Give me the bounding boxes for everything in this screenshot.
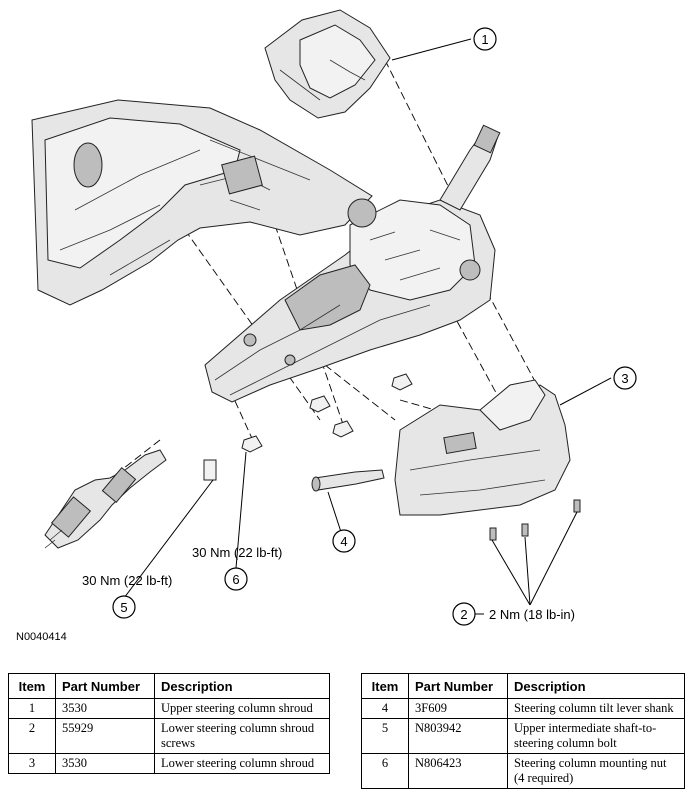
part-number-cell: 3530 — [55, 753, 155, 774]
item-cell: 4 — [361, 698, 409, 719]
column-header-description: Description — [154, 673, 330, 699]
instrument-panel-bracket — [31, 99, 373, 306]
column-header-description: Description — [507, 673, 685, 699]
bolt-item5 — [203, 459, 217, 481]
callout-1-label: 1 — [481, 32, 488, 47]
steering-column — [204, 124, 501, 403]
callout-1: 1 — [473, 27, 497, 51]
torque-label-item2: 2 Nm (18 lb-in) — [489, 607, 575, 622]
part-number-cell: N803942 — [408, 718, 508, 754]
exploded-view-diagram: 1 3 4 5 6 2 30 Nm (22 lb-ft) 30 Nm (22 l… — [31, 9, 637, 626]
nut-4 — [391, 373, 413, 391]
table-row: 1 3530 Upper steering column shroud — [8, 698, 330, 719]
nut-1 — [241, 435, 263, 453]
callout-3: 3 — [613, 366, 637, 390]
part-number-cell: 3F609 — [408, 698, 508, 719]
table-row: 3 3530 Lower steering column shroud — [8, 753, 330, 774]
screw-3 — [573, 499, 581, 513]
item-cell: 3 — [8, 753, 56, 774]
figure-id: N0040414 — [16, 631, 67, 643]
torque-label-item5: 30 Nm (22 lb-ft) — [82, 573, 172, 588]
item-cell: 5 — [361, 718, 409, 754]
description-cell: Lower steering column shroud — [154, 753, 330, 774]
lower-shroud — [394, 379, 571, 516]
table-row: 5 N803942 Upper intermediate shaft-to-st… — [361, 718, 685, 754]
callout-2-label: 2 — [460, 607, 467, 622]
callout-6-label: 6 — [232, 572, 239, 587]
description-cell: Steering column tilt lever shank — [507, 698, 685, 719]
column-header-item: Item — [8, 673, 56, 699]
part-number-cell: 3530 — [55, 698, 155, 719]
callout-5-label: 5 — [120, 600, 127, 615]
part-number-cell: 55929 — [55, 718, 155, 754]
table-row: 4 3F609 Steering column tilt lever shank — [361, 698, 685, 719]
callout-6: 6 — [224, 567, 248, 591]
parts-table-right: Item Part Number Description 4 3F609 Ste… — [361, 673, 685, 789]
nut-2 — [309, 395, 331, 413]
screw-1 — [489, 527, 497, 541]
item-cell: 6 — [361, 753, 409, 789]
nut-3 — [332, 420, 354, 438]
callout-5: 5 — [112, 595, 136, 619]
column-header-part-number: Part Number — [408, 673, 508, 699]
parts-table-left: Item Part Number Description 1 3530 Uppe… — [8, 673, 330, 774]
leader-lines — [123, 38, 612, 606]
torque-label-item6: 30 Nm (22 lb-ft) — [192, 545, 282, 560]
part-number-cell: N806423 — [408, 753, 508, 789]
fasteners — [203, 373, 581, 541]
description-cell: Upper steering column shroud — [154, 698, 330, 719]
table-row: 6 N806423 Steering column mounting nut (… — [361, 753, 685, 789]
item-cell: 2 — [8, 718, 56, 754]
item-cell: 1 — [8, 698, 56, 719]
callout-3-label: 3 — [621, 371, 628, 386]
screw-2 — [521, 523, 529, 537]
column-header-part-number: Part Number — [55, 673, 155, 699]
callout-4: 4 — [332, 529, 356, 553]
description-cell: Upper intermediate shaft-to-steering col… — [507, 718, 685, 754]
intermediate-shaft — [44, 449, 167, 549]
column-header-item: Item — [361, 673, 409, 699]
upper-shroud — [264, 9, 391, 119]
tilt-lever-shank — [311, 469, 385, 492]
description-cell: Lower steering column shroud screws — [154, 718, 330, 754]
table-row: 2 55929 Lower steering column shroud scr… — [8, 718, 330, 754]
description-cell: Steering column mounting nut (4 required… — [507, 753, 685, 789]
callout-4-label: 4 — [340, 534, 347, 549]
callout-2: 2 — [452, 602, 476, 626]
